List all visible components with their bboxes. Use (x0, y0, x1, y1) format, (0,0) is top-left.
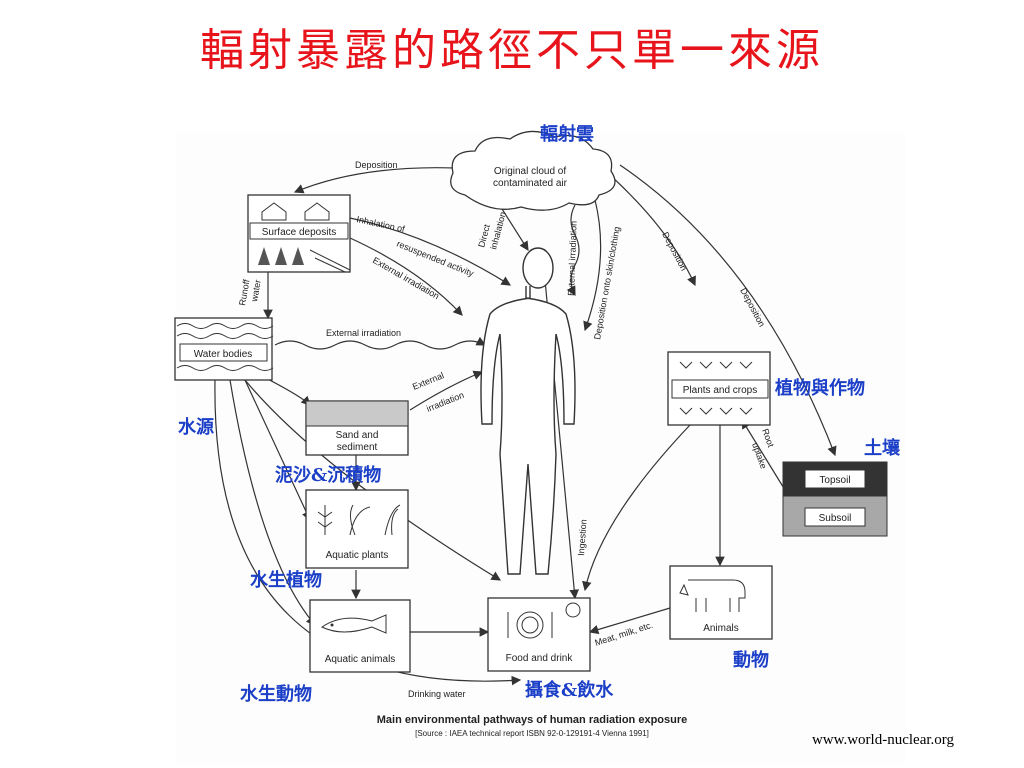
plants-crops-label: Plants and crops (683, 385, 758, 396)
runoff-label-1: Runoff (237, 278, 252, 306)
arrow-meat-milk (588, 607, 671, 635)
arrow-cloud-to-surface (293, 167, 456, 194)
runoff-label-2: water (249, 279, 263, 303)
plants-crops-box: Plants and crops (667, 351, 771, 426)
sand-label-2: sediment (337, 442, 378, 453)
page-title: 輻射暴露的路徑不只單一來源 (200, 25, 824, 76)
human-figure (480, 247, 576, 575)
arrow-deposition-plants (609, 174, 696, 287)
water-bodies-box: Water bodies (174, 317, 274, 381)
label-water: 水源 (178, 417, 214, 438)
label-aquatic-animals: 水生動物 (240, 684, 312, 705)
diagram-source: [Source : IAEA technical report ISBN 92-… (415, 729, 649, 738)
surface-deposits-box: Surface deposits (247, 194, 351, 273)
topsoil-label: Topsoil (819, 475, 850, 486)
arrow-water-to-aquatic-plants (244, 379, 311, 522)
label-cloud: 輻射雲 (540, 124, 594, 145)
deposition-label-top: Deposition (355, 160, 398, 170)
sand-sediment-box: Sand and sediment (305, 400, 409, 456)
label-plants: 植物與作物 (775, 378, 865, 399)
ext-irr-water-label: External irradiation (326, 328, 401, 338)
arrow-ext-irr-water (274, 336, 487, 350)
arrow-skin-deposition (583, 199, 602, 332)
surface-deposits-label: Surface deposits (262, 227, 337, 238)
cloud-label-1: Original cloud of (494, 166, 566, 177)
label-food: 攝食&飲水 (525, 680, 614, 701)
arrow-plants-to-food (582, 424, 691, 592)
aquatic-plants-label: Aquatic plants (326, 550, 389, 561)
arrow-water-to-aquatic-animals (229, 379, 316, 626)
label-soil: 土壤 (864, 438, 900, 459)
aquatic-plants-box: Aquatic plants (305, 489, 409, 569)
ingestion-label: Ingestion (576, 519, 589, 556)
ext-irr-cloud-label: External irradiation (566, 221, 579, 296)
diagram-caption: Main environmental pathways of human rad… (377, 714, 688, 726)
arrow-water-to-food (244, 379, 502, 581)
sand-label-1: Sand and (336, 430, 379, 441)
animals-label: Animals (703, 623, 739, 634)
food-drink-box: Food and drink (487, 597, 591, 672)
arrow-ext-irr-cloud (566, 204, 580, 297)
aquatic-animals-label: Aquatic animals (325, 654, 396, 665)
soil-box: Topsoil Subsoil (782, 461, 888, 537)
pathway-arrows (214, 164, 837, 686)
arrow-ext-irr-sand (409, 370, 484, 411)
cloud-label-2: contaminated air (493, 178, 568, 189)
arrow-root-uptake (741, 418, 786, 491)
arrow-inhalation-resuspended (349, 217, 512, 286)
label-animals: 動物 (733, 650, 769, 671)
aquatic-animals-box: Aquatic animals (309, 599, 411, 673)
subsoil-label: Subsoil (819, 513, 852, 524)
food-drink-label: Food and drink (506, 653, 574, 664)
label-sand: 泥沙&沉積物 (275, 465, 382, 486)
drinking-water-label: Drinking water (408, 689, 466, 699)
water-bodies-label: Water bodies (194, 349, 253, 360)
arrow-ext-irr-surface (349, 237, 463, 316)
arrow-deposition-soil (619, 164, 837, 457)
source-url: www.world-nuclear.org (811, 732, 954, 748)
arrow-drinking-water (214, 379, 522, 686)
label-aquatic-plants: 水生植物 (250, 570, 322, 591)
contaminated-cloud: Original cloud of contaminated air (450, 130, 616, 211)
animals-box: Animals (669, 565, 773, 640)
